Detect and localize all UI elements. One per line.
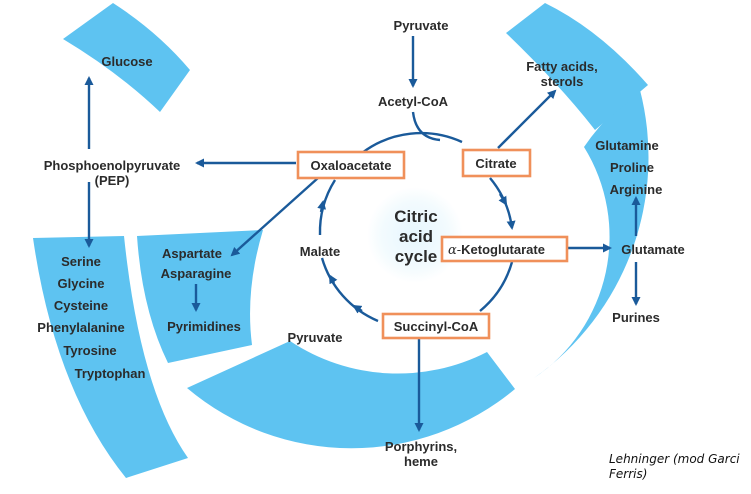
glucose-label: Glucose <box>101 54 152 69</box>
pyrimidines-label: Pyrimidines <box>167 319 241 334</box>
cycle-arc-succinyl-to-malate <box>320 257 379 323</box>
pep-label-line2: (PEP) <box>95 173 130 188</box>
sector-left-aspartate <box>137 230 263 363</box>
right-amino-label: Glutamine <box>595 138 659 153</box>
arrow-citrate-to-fatty-acids <box>497 89 557 149</box>
malate-label: Malate <box>300 244 340 259</box>
amino-acid-label: Phenylalanine <box>37 320 124 335</box>
cycle-arrowhead-4 <box>328 274 338 285</box>
ketoglutarate-prefix: α- <box>448 243 461 258</box>
center-label-line3: cycle <box>395 247 438 266</box>
porphyrins-label-line2: heme <box>404 454 438 469</box>
ketoglutarate-name: Ketoglutarate <box>461 242 545 257</box>
cycle-arc-citrate-to-ketoglutarate <box>489 177 516 230</box>
arrow-acetyl-into-cycle <box>411 111 441 142</box>
acetyl-coa-label: Acetyl-CoA <box>378 94 449 109</box>
citrate-box <box>461 148 532 178</box>
purines-label: Purines <box>612 310 660 325</box>
center-label-line2: acid <box>399 227 433 246</box>
citrate-label: Citrate <box>475 156 516 171</box>
sector-left-amino <box>33 236 188 478</box>
sector-glucose <box>63 3 190 112</box>
amino-acid-label: Serine <box>61 254 101 269</box>
ketoglutarate-box <box>440 235 569 263</box>
fatty-acids-label-line2: sterols <box>541 74 584 89</box>
aspartate-label: Aspartate <box>162 246 222 261</box>
pep-label-line1: Phosphoenolpyruvate <box>44 158 181 173</box>
arrow-oxaloacetate-to-aspartate <box>230 177 319 257</box>
fatty-acids-label-line1: Fatty acids, <box>526 59 598 74</box>
amino-acid-label: Tyrosine <box>63 343 116 358</box>
cycle-arc-ketoglutarate-to-succinyl <box>479 261 514 312</box>
cycle-arrowhead-3 <box>352 304 363 314</box>
sector-fatty-acids <box>506 3 648 130</box>
cycle-arrowhead-5 <box>317 200 327 213</box>
amino-acid-label: Cysteine <box>54 298 108 313</box>
succinyl-coa-label: Succinyl-CoA <box>394 319 479 334</box>
amino-acid-label: Glycine <box>58 276 105 291</box>
asparagine-label: Asparagine <box>161 266 232 281</box>
pyruvate-top-label: Pyruvate <box>394 18 449 33</box>
credit-line2: Ferris) <box>609 467 647 481</box>
amino-acid-label: Tryptophan <box>75 366 146 381</box>
right-amino-label: Arginine <box>610 182 663 197</box>
center-label-line1: Citric <box>394 207 437 226</box>
sector-bottom <box>187 341 515 449</box>
sector-right <box>534 90 649 378</box>
oxaloacetate-box <box>296 150 406 180</box>
glutamate-label: Glutamate <box>621 242 685 257</box>
porphyrins-label-line1: Porphyrins, <box>385 439 457 454</box>
cycle-arc-oxaloacetate-to-citrate <box>361 131 463 154</box>
pyruvate-lower-label: Pyruvate <box>288 330 343 345</box>
ketoglutarate-label: α-Ketoglutarate <box>448 242 545 258</box>
credit-line1: Lehninger (mod Garci <box>609 452 740 466</box>
oxaloacetate-label: Oxaloacetate <box>311 158 392 173</box>
cycle-arrowhead-2 <box>498 193 508 206</box>
center-glow <box>367 187 463 283</box>
succinyl-coa-box <box>381 312 491 340</box>
right-amino-label: Proline <box>610 160 654 175</box>
